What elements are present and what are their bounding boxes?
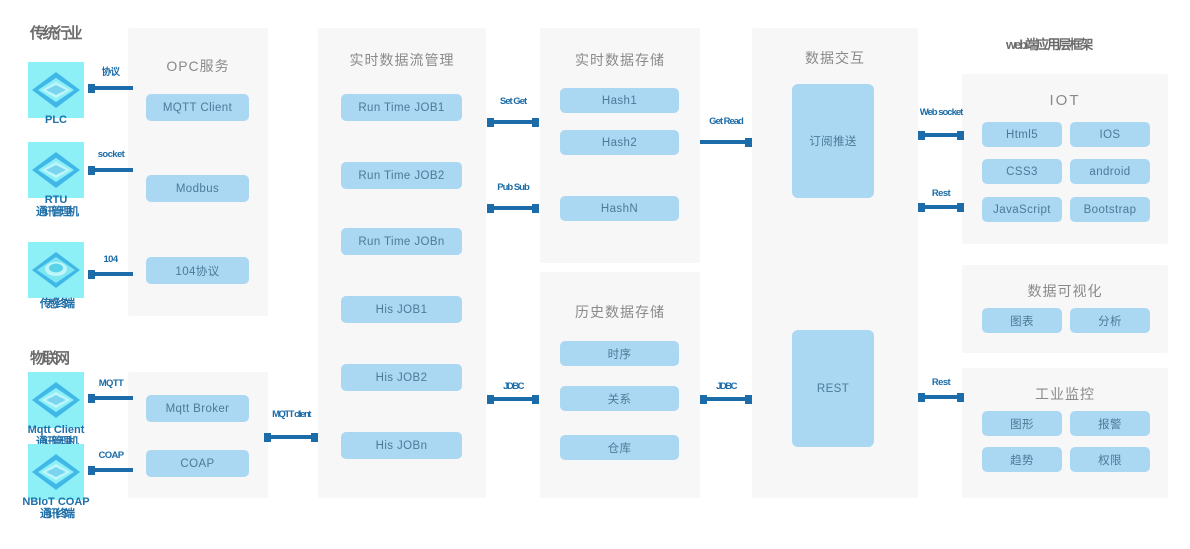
box-bootstrap[interactable]: Bootstrap <box>1070 197 1150 222</box>
connector-rtstore-to-exchange <box>700 137 752 147</box>
connector-hisstore-to-exchange <box>700 394 752 404</box>
box-android[interactable]: android <box>1070 159 1150 184</box>
connector-label-mqttclient-to-broker: MQTT <box>98 378 124 389</box>
box-mqtt-client[interactable]: MQTT Client <box>146 94 249 121</box>
box-his-job1[interactable]: His JOB1 <box>341 296 462 323</box>
box-modbus[interactable]: Modbus <box>146 175 249 202</box>
box-coap[interactable]: COAP <box>146 450 249 477</box>
device-label-sensor-cn: 传感终端 <box>40 298 75 310</box>
connector-label-rest-to-monitor: Rest <box>931 377 951 388</box>
device-label-plc-en: PLC <box>45 114 67 126</box>
connector-label-rtstore-to-exchange: Get Read <box>709 116 744 127</box>
box-rest[interactable]: REST <box>792 330 874 447</box>
section-header-web-app-framework: web端应用层框架 <box>1006 37 1093 52</box>
panel-title-data-visualization: 数据可视化 <box>1027 283 1103 299</box>
connector-label-sensor-to-opc: 104 <box>103 254 118 265</box>
connector-label-rtu-to-opc: socket <box>97 149 125 160</box>
box-subscribe-push[interactable]: 订阅推送 <box>792 84 874 198</box>
box-permission[interactable]: 权限 <box>1070 447 1150 472</box>
box-trend[interactable]: 趋势 <box>982 447 1062 472</box>
box-time-series[interactable]: 时序 <box>560 341 679 366</box>
box-css3[interactable]: CSS3 <box>982 159 1062 184</box>
panel-title-realtime-stream: 实时数据流管理 <box>349 52 455 68</box>
connector-label-hisstore-to-exchange: JDBC <box>716 381 737 392</box>
connector-sensor-to-opc <box>88 269 133 279</box>
device-label-rtu-cn: 通讯管理机 <box>36 206 79 218</box>
connector-label-exchange-to-iot-rest: Rest <box>931 188 951 199</box>
box-graphics[interactable]: 图形 <box>982 411 1062 436</box>
box-his-job2[interactable]: His JOB2 <box>341 364 462 391</box>
box-104-protocol[interactable]: 104协议 <box>146 257 249 284</box>
panel-title-realtime-storage: 实时数据存储 <box>575 52 665 68</box>
section-header-iot: 物联网 <box>30 350 70 367</box>
connector-plc-to-opc <box>88 83 133 93</box>
device-label-nbiot-coap-cn: 通讯终端 <box>40 508 75 520</box>
connector-label-stream-to-rtstore-pub-sub: Pub Sub <box>497 182 530 193</box>
device-label-mqtt-client-en: Mqtt Client <box>27 424 85 436</box>
panel-title-industrial-monitor: 工业监控 <box>1035 386 1095 402</box>
connector-label-exchange-to-iot-websocket: Web socket <box>919 107 964 118</box>
box-html5[interactable]: Html5 <box>982 122 1062 147</box>
panel-history-storage <box>540 272 700 498</box>
connector-label-plc-to-opc: 协议 <box>101 67 120 78</box>
box-run-time-job1[interactable]: Run Time JOB1 <box>341 94 462 121</box>
connector-exchange-to-iot-rest <box>918 202 964 212</box>
panel-title-data-exchange: 数据交互 <box>805 50 865 66</box>
box-run-time-jobn[interactable]: Run Time JOBn <box>341 228 462 255</box>
box-hash1[interactable]: Hash1 <box>560 88 679 113</box>
device-label-sensor: 传感终端 <box>8 298 104 310</box>
box-chart[interactable]: 图表 <box>982 308 1062 333</box>
connector-exchange-to-iot-websocket <box>918 130 964 140</box>
box-analysis[interactable]: 分析 <box>1070 308 1150 333</box>
box-alarm[interactable]: 报警 <box>1070 411 1150 436</box>
box-his-jobn[interactable]: His JOBn <box>341 432 462 459</box>
box-run-time-job2[interactable]: Run Time JOB2 <box>341 162 462 189</box>
connector-stream-to-rtstore-set-get <box>487 117 539 127</box>
panel-mqtt-broker <box>128 372 268 498</box>
box-javascript[interactable]: JavaScript <box>982 197 1062 222</box>
connector-label-stream-to-hisstore: JDBC <box>503 381 524 392</box>
device-icon-sensor <box>28 242 84 298</box>
connector-nbiot-to-broker <box>88 465 133 475</box>
box-warehouse[interactable]: 仓库 <box>560 435 679 460</box>
connector-stream-to-hisstore <box>487 394 539 404</box>
device-label-rtu-en: RTU <box>44 194 68 206</box>
box-hashn[interactable]: HashN <box>560 196 679 221</box>
panel-title-opc-service: OPC服务 <box>166 58 230 74</box>
device-icon-nbiot-coap <box>28 444 84 500</box>
panel-title-history-storage: 历史数据存储 <box>575 304 665 320</box>
connector-rest-to-monitor <box>918 392 964 402</box>
box-ios[interactable]: IOS <box>1070 122 1150 147</box>
connector-label-stream-to-rtstore-set-get: Set Get <box>499 96 527 107</box>
device-label-rtu: RTU 通讯管理机 <box>8 194 104 218</box>
device-label-plc: PLC <box>8 114 104 126</box>
device-icon-plc <box>28 62 84 118</box>
panel-title-iot-frontend: IOT <box>1049 92 1081 109</box>
connector-stream-to-rtstore-pub-sub <box>487 203 539 213</box>
section-header-traditional-industry: 传统行业 <box>30 25 83 42</box>
device-icon-rtu <box>28 142 84 198</box>
connector-rtu-to-opc <box>88 165 133 175</box>
box-hash2[interactable]: Hash2 <box>560 130 679 155</box>
box-mqtt-broker[interactable]: Mqtt Broker <box>146 395 249 422</box>
device-label-nbiot-coap-en: NBIoT COAP <box>22 496 90 508</box>
connector-label-nbiot-to-broker: COAP <box>98 450 124 461</box>
device-label-nbiot-coap: NBIoT COAP 通讯终端 <box>0 496 112 520</box>
connector-mqttclient-to-broker <box>88 393 133 403</box>
device-icon-mqtt-client <box>28 372 84 428</box>
connector-broker-to-stream <box>264 432 318 442</box>
connector-label-broker-to-stream: MQTT client <box>272 409 311 420</box>
box-relational[interactable]: 关系 <box>560 386 679 411</box>
